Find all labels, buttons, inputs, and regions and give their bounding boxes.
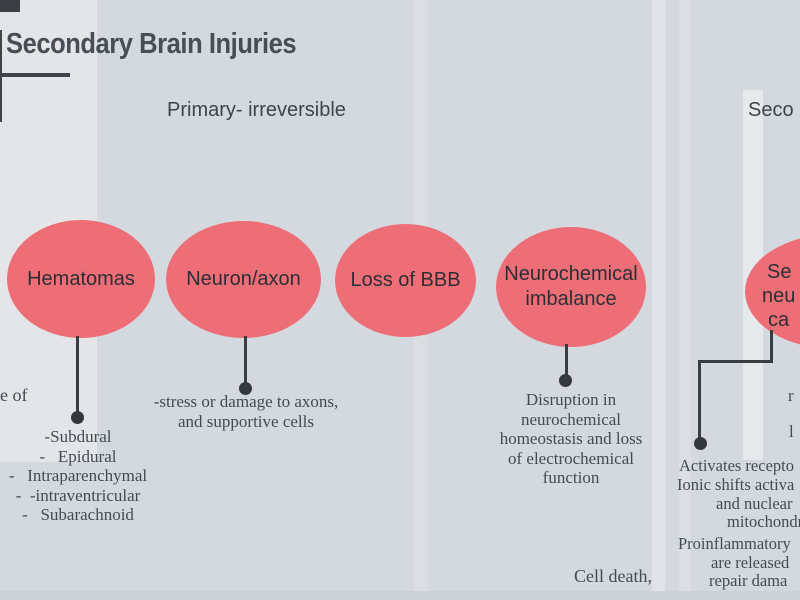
heading-primary-irreversible: Primary- irreversible bbox=[167, 99, 346, 121]
note-secondary-line7: repair dama bbox=[709, 571, 788, 590]
note-secondary-line3: and nuclear bbox=[716, 494, 793, 513]
note-secondary-line4: mitochondr bbox=[727, 512, 800, 531]
note-hematomas-line4: - -intraventricular bbox=[15, 485, 141, 505]
bottom-edge-strip bbox=[0, 591, 800, 600]
note-hematomas-line3: - Intraparenchymal bbox=[8, 466, 148, 485]
ellipse-secondary-label-line1: Se bbox=[767, 261, 792, 283]
note-neuron-line1: -stress or damage to axons, bbox=[153, 392, 339, 411]
corner-mark bbox=[0, 0, 20, 12]
right-edge-text-fragment-1: r bbox=[788, 386, 794, 405]
ellipse-neuron-axon-label: Neuron/axon bbox=[186, 268, 301, 290]
ellipse-neuron-axon: Neuron/axon bbox=[166, 221, 321, 338]
heading-secondary-partial: Seco bbox=[748, 99, 794, 121]
connector-secondary-line-vertical bbox=[698, 360, 701, 442]
connector-secondary-line-down bbox=[770, 330, 773, 363]
note-secondary-line1: Activates recepto bbox=[679, 456, 794, 475]
connector-neuron-dot bbox=[239, 382, 252, 395]
ellipse-loss-of-bbb: Loss of BBB bbox=[335, 224, 476, 337]
note-cell-death: Cell death, bbox=[574, 566, 652, 586]
title-underline bbox=[0, 73, 70, 77]
note-left-edge-partial: e of bbox=[0, 385, 28, 405]
page-title: Secondary Brain Injuries bbox=[6, 28, 297, 60]
note-neuron-axon: -stress or damage to axons, and supporti… bbox=[148, 392, 344, 431]
note-hematomas-line2: - Epidural bbox=[39, 446, 117, 466]
connector-hematomas-dot bbox=[71, 411, 84, 424]
note-hematomas-line1: -Subdural bbox=[44, 427, 112, 446]
right-edge-text-fragment-2: l bbox=[789, 422, 794, 441]
note-neurochem-line5: function bbox=[542, 468, 600, 487]
ellipse-secondary-label-line3: ca bbox=[768, 309, 790, 331]
ellipse-secondary-label-line2: neu bbox=[762, 285, 796, 307]
ellipse-neurochemical-label-line1: Neurochemical bbox=[504, 263, 638, 285]
note-secondary-line2: Ionic shifts activa bbox=[677, 475, 795, 494]
note-secondary-line6: are released bbox=[711, 553, 790, 572]
connector-secondary-line-horizontal bbox=[698, 360, 773, 363]
note-neurochem-line3: homeostasis and loss bbox=[499, 429, 643, 448]
connector-hematomas-line bbox=[75, 336, 79, 414]
note-neurochem-line2: neurochemical bbox=[520, 409, 622, 429]
ellipse-neurochemical-label-line2: imbalance bbox=[525, 288, 617, 310]
note-neuron-line2: and supportive cells bbox=[178, 411, 314, 431]
ellipse-hematomas-label: Hematomas bbox=[27, 267, 135, 290]
note-neurochem-line4: of electrochemical bbox=[507, 448, 634, 468]
right-background-strip-2 bbox=[679, 0, 691, 600]
connector-neurochemical-line bbox=[565, 344, 568, 378]
right-background-strip-1 bbox=[652, 0, 665, 600]
ellipse-hematomas: Hematomas bbox=[7, 220, 155, 338]
ellipse-neurochemical-imbalance: Neurochemical imbalance bbox=[496, 227, 646, 347]
note-neurochemical: Disruption in neurochemical homeostasis … bbox=[482, 390, 660, 488]
note-hematomas-line5: - Subarachnoid bbox=[22, 505, 134, 524]
connector-secondary-dot bbox=[694, 437, 707, 450]
connector-neurochemical-dot bbox=[559, 374, 572, 387]
connector-neuron-line bbox=[244, 336, 247, 386]
ellipse-loss-of-bbb-label: Loss of BBB bbox=[350, 269, 461, 291]
note-secondary-line5: Proinflammatory bbox=[678, 534, 791, 553]
note-hematomas-types: -Subdural - Epidural - Intraparenchymal … bbox=[0, 427, 166, 525]
note-neurochem-line1: Disruption in bbox=[525, 390, 617, 409]
